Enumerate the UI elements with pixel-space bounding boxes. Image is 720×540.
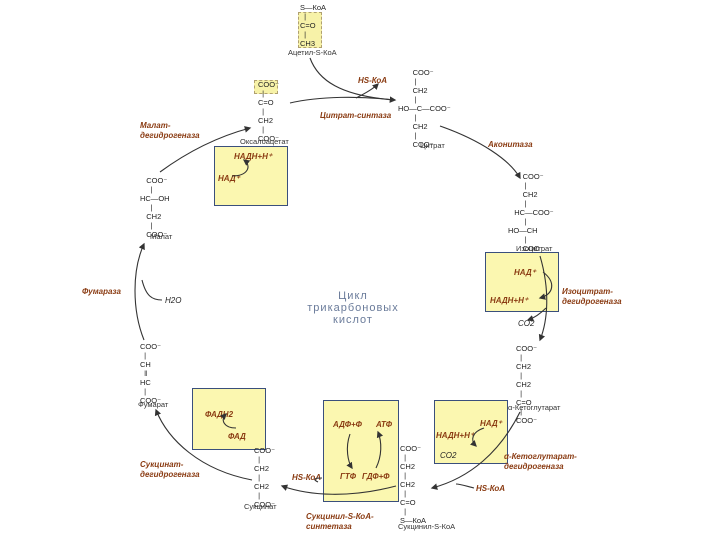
arrow-hscoa-keto bbox=[455, 483, 475, 489]
arrow-succinate-fumarate bbox=[154, 408, 253, 481]
co2-keto: CO2 bbox=[440, 451, 457, 460]
arrow-nad-iso bbox=[538, 271, 553, 300]
aconitase-label: Аконитаза bbox=[488, 140, 533, 149]
arrow-citrate-isocitrate bbox=[439, 125, 521, 180]
arrow-acetyl-citrate bbox=[309, 57, 397, 103]
nad-isocitrate: НАД⁺ bbox=[514, 268, 536, 277]
arrow-adp-atp bbox=[346, 433, 353, 470]
oxaloacetate-highlight bbox=[254, 80, 278, 94]
gtp: ГТФ bbox=[340, 472, 356, 481]
succinate-dh-label: Сукцинат- дегидрогеназа bbox=[140, 460, 200, 479]
hs-coa-top: HS-КоА bbox=[358, 76, 388, 85]
fadh2: ФАДН2 bbox=[205, 410, 234, 419]
fumarate-name: Фумарат bbox=[138, 400, 169, 409]
hs-coa-keto: HS-КоА bbox=[476, 484, 506, 493]
citrate-name: Цитрат bbox=[420, 141, 445, 150]
fumarate-formula: COO⁻ | CH ‖ HC | COO⁻ bbox=[140, 342, 162, 405]
nad-malate-box bbox=[214, 146, 288, 206]
arrow-nad-malate bbox=[231, 159, 251, 177]
arrow-malate-oxalo bbox=[159, 126, 252, 173]
arrow-fumarate-malate bbox=[134, 242, 145, 341]
ketoglutarate-name: α-Кетоглутарат bbox=[508, 403, 561, 412]
malate-formula: COO⁻ | HC—OH | CH2 | COO⁻ bbox=[140, 176, 170, 239]
arrow-h2o bbox=[141, 279, 163, 301]
atp: АТФ bbox=[376, 420, 392, 429]
arrow-gtp-gdp bbox=[375, 430, 384, 469]
oxaloacetate-formula: COO⁻ | C=O | CH2 | COO⁻ bbox=[258, 80, 280, 143]
succinylcoa-name: Сукцинил-S-КоА bbox=[398, 522, 456, 531]
nad-malate: НАД⁺ bbox=[218, 174, 240, 183]
arrow-hscoa-succ bbox=[314, 477, 323, 483]
co2-isocitrate: CO2 bbox=[518, 319, 535, 328]
arrow-keto-succinylcoa bbox=[430, 411, 521, 490]
nad-keto: НАД⁺ bbox=[480, 419, 502, 428]
ketoglutarate-dh-label: α-Кетоглутарат- дегидрогеназа bbox=[504, 452, 577, 471]
malate-dh-label: Малат- дегидрогеназа bbox=[140, 121, 200, 140]
adp: АДФ+Ф bbox=[333, 420, 362, 429]
citrate-formula: COO⁻ | CH2 | HO—C—COO⁻ | CH2 | COO⁻ bbox=[398, 68, 451, 149]
arrow-fad bbox=[219, 413, 237, 429]
gtp-box bbox=[323, 400, 399, 502]
cycle-title: Цикл трикарбоновых кислот bbox=[296, 290, 410, 326]
isocitrate-formula: COO⁻ | CH2 | HC—COO⁻ | HO—CH | COO⁻ bbox=[508, 172, 554, 253]
oxaloacetate-name: Оксалоацетат bbox=[240, 137, 289, 146]
arrow-co2-iso bbox=[526, 307, 547, 322]
hs-coa-succinate: HS-КоА bbox=[292, 473, 322, 482]
fad-box bbox=[192, 388, 266, 450]
arrow-hscoa-release bbox=[355, 83, 379, 99]
succinylcoa-formula: COO⁻ | CH2 | CH2 | C=O | S—КоА bbox=[400, 444, 427, 525]
cycle-title-line-1: Цикл bbox=[338, 290, 368, 302]
nad-ketoglutarate-box bbox=[434, 400, 508, 464]
acetyl-highlight bbox=[298, 12, 322, 48]
isocitrate-dh-label: Изоцитрат- дегидрогеназа bbox=[562, 287, 622, 306]
fumarase-label: Фумараза bbox=[82, 287, 121, 296]
cycle-title-line-2: трикарбоновых bbox=[307, 302, 399, 314]
acetyl-coa-formula: S—КоА | C=O | CH3 bbox=[300, 3, 327, 48]
succinyl-synthetase-label: Сукцинил-S-КоА- синтетаза bbox=[306, 512, 374, 531]
citrate-synthase-label: Цитрат-синтаза bbox=[320, 111, 392, 120]
succinate-name: Сукцинат bbox=[244, 502, 277, 511]
nadh-keto: НАДН+Н⁺ bbox=[436, 431, 475, 440]
nadh-isocitrate: НАДН+Н⁺ bbox=[490, 296, 529, 305]
succinate-formula: COO⁻ | CH2 | CH2 | COO⁻ bbox=[254, 446, 276, 509]
malate-name: Малат bbox=[150, 232, 173, 241]
arrow-oxalo-citrate bbox=[289, 96, 396, 104]
h2o: H2O bbox=[165, 296, 182, 305]
arrow-nad-keto bbox=[469, 427, 485, 447]
fad: ФАД bbox=[228, 432, 246, 441]
isocitrate-name: Изоцитрат bbox=[516, 244, 553, 253]
arrow-succinylcoa-succinate bbox=[280, 484, 397, 495]
arrow-isocitrate-keto bbox=[538, 255, 548, 342]
nadh-malate: НАДН+Н⁺ bbox=[234, 152, 273, 161]
acetyl-coa-name: Ацетил-S-КоА bbox=[288, 48, 337, 57]
gdp: ГДФ+Ф bbox=[362, 472, 390, 481]
cycle-title-line-3: кислот bbox=[333, 314, 373, 326]
ketoglutarate-formula: COO⁻ | CH2 | CH2 | C=O | COO⁻ bbox=[516, 344, 538, 425]
